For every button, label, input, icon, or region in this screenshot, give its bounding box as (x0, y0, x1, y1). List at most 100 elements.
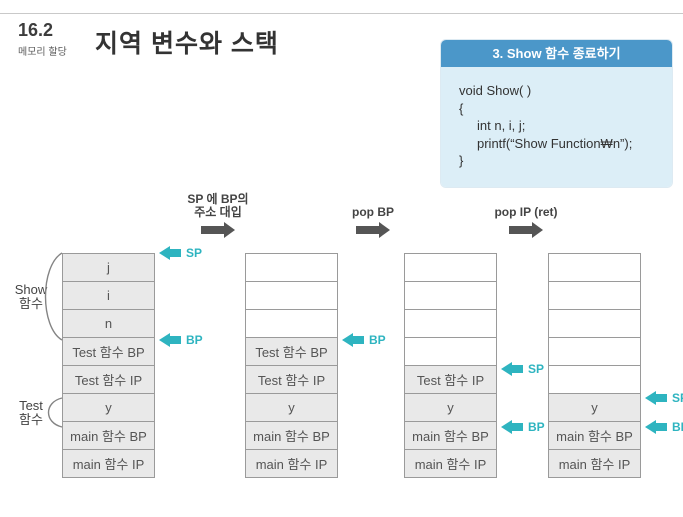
right-arrow-icon (509, 222, 543, 238)
bp-arrow-icon (645, 420, 667, 434)
stack-cell (548, 281, 641, 310)
arrow-tail (170, 249, 181, 257)
code-line: } (459, 153, 464, 168)
code-line: int n, i, j; (477, 118, 526, 133)
sp-pointer: SP (159, 246, 202, 260)
stack-cell (404, 281, 497, 310)
arrow-tail (656, 394, 667, 402)
sp-label: SP (186, 246, 203, 260)
stack-cell (548, 253, 641, 282)
bracket-curve (47, 397, 63, 428)
arrow-tail (512, 365, 523, 373)
arrow-head (501, 362, 512, 376)
bp-arrow-icon (342, 333, 364, 347)
arrow-head (224, 222, 235, 238)
transition-label: 주소 대입 (194, 205, 242, 219)
stack-cell: main 함수 BP (548, 421, 641, 450)
transition-label: pop BP (352, 205, 394, 219)
stack-cell: y (404, 393, 497, 422)
arrow-head (379, 222, 390, 238)
arrow-tail (353, 336, 364, 344)
section-label: 메모리 할당 (18, 47, 67, 58)
right-arrow-icon (356, 222, 390, 238)
arrow-tail (656, 423, 667, 431)
transition-label: SP 에 BP의 (187, 192, 249, 206)
bp-label: BP (186, 333, 203, 347)
stack-cell: i (62, 281, 155, 310)
arrow-tail (356, 226, 379, 234)
arrow-head (501, 420, 512, 434)
sp-label: SP (672, 391, 683, 405)
stack-cell: y (245, 393, 338, 422)
stack-cell (548, 309, 641, 338)
sp-arrow-icon (645, 391, 667, 405)
stack-cell: main 함수 BP (245, 421, 338, 450)
stack-cell (548, 337, 641, 366)
stack-cell: main 함수 IP (548, 449, 641, 478)
bp-arrow-icon (501, 420, 523, 434)
bp-label: BP (528, 420, 545, 434)
arrow-tail (509, 226, 532, 234)
stack-cell: Test 함수 BP (62, 337, 155, 366)
stack-cell: y (62, 393, 155, 422)
stack-cell (245, 281, 338, 310)
right-arrow-icon (201, 222, 235, 238)
stack-cell (245, 253, 338, 282)
stack-cell: Test 함수 IP (404, 365, 497, 394)
code-box-title: 3. Show 함수 종료하기 (441, 40, 672, 67)
stack-cell (548, 365, 641, 394)
stack-cell: n (62, 309, 155, 338)
sp-arrow-icon (501, 362, 523, 376)
stack-cell: main 함수 IP (245, 449, 338, 478)
bp-pointer: BP (159, 333, 203, 347)
arrow-tail (170, 336, 181, 344)
section-number: 16.2 (18, 20, 54, 40)
stack-cell (404, 253, 497, 282)
stack-cell: Test 함수 BP (245, 337, 338, 366)
arrow-head (159, 246, 170, 260)
arrow-tail (201, 226, 224, 234)
stack-cell: Test 함수 IP (62, 365, 155, 394)
arrow-tail (512, 423, 523, 431)
transition-3: pop IP (ret) (461, 193, 591, 238)
code-box: 3. Show 함수 종료하기 void Show( ) { int n, i, j… (441, 40, 672, 187)
arrow-head (532, 222, 543, 238)
code-line: void Show( ) (459, 83, 532, 98)
transition-label: pop IP (ret) (494, 205, 558, 219)
bp-pointer: BP (645, 420, 683, 434)
stack-cell: y (548, 393, 641, 422)
sp-pointer: SP (501, 362, 544, 376)
stack-cell: Test 함수 IP (245, 365, 338, 394)
arrow-head (342, 333, 353, 347)
stack-cell: j (62, 253, 155, 282)
page-title: 지역 변수와 스택 (95, 30, 279, 58)
stack-cell: main 함수 BP (62, 421, 155, 450)
bp-label: BP (672, 420, 683, 434)
code-line: { (459, 100, 464, 116)
code-box-body: void Show( ) { int n, i, j; printf(“Show Fu… (441, 67, 672, 187)
arrow-head (645, 391, 656, 405)
stack-cell (245, 309, 338, 338)
stack-cell: main 함수 IP (404, 449, 497, 478)
stack-cell: main 함수 IP (62, 449, 155, 478)
sp-arrow-icon (159, 246, 181, 260)
bp-arrow-icon (159, 333, 181, 347)
top-divider (0, 13, 683, 14)
bp-pointer: BP (342, 333, 386, 347)
transition-2: pop BP (308, 193, 438, 238)
bp-label: BP (369, 333, 386, 347)
stack-cell (404, 309, 497, 338)
stack-cell (404, 337, 497, 366)
code-line: printf(“Show Function₩n”); (477, 135, 633, 151)
sp-pointer: SP (645, 391, 683, 405)
bp-pointer: BP (501, 420, 545, 434)
arrow-head (645, 420, 656, 434)
